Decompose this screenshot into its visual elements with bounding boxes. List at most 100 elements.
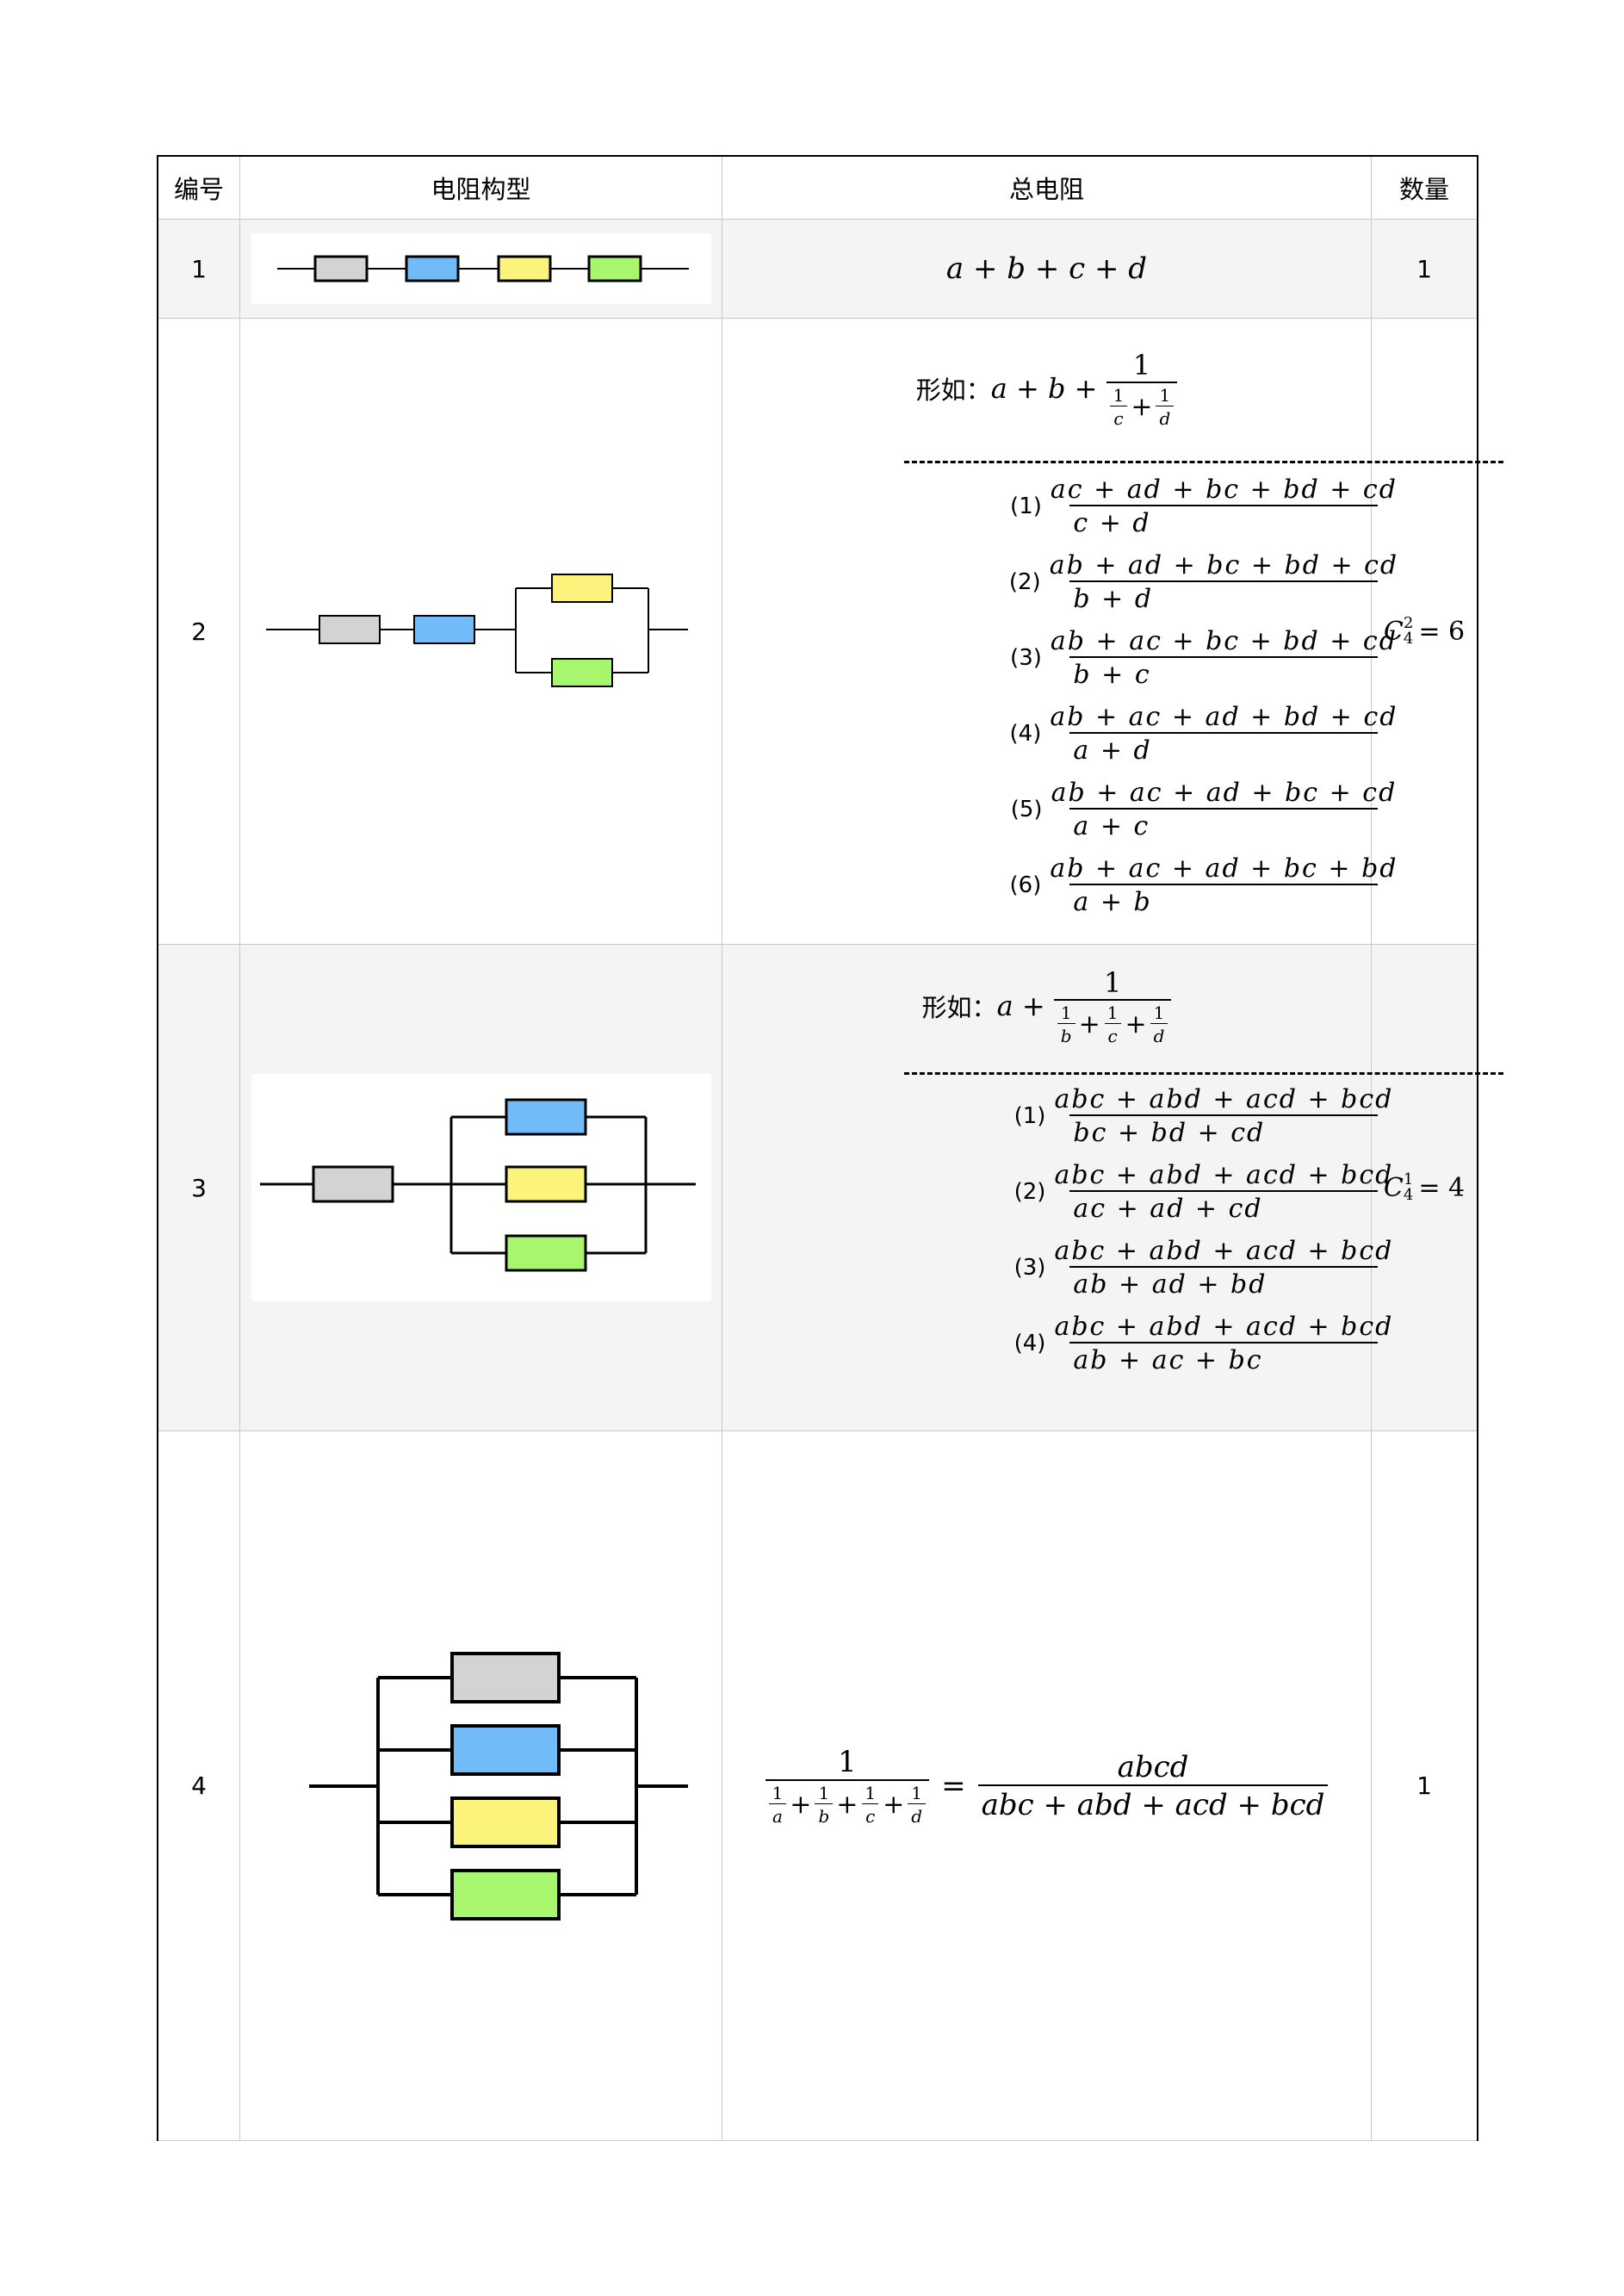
row-3-id: 3 xyxy=(191,1173,207,1202)
resistance-table: 编号 电阻构型 总电阻 数量 1 a + b + c + d 1 2 xyxy=(157,155,1503,2141)
rule xyxy=(157,944,1478,945)
formula-numerator: abc + abd + acd + bcd xyxy=(1054,1236,1394,1266)
formula-numerator: ac + ad + bc + bd + cd xyxy=(1050,475,1398,505)
form-frac-num: 1 xyxy=(1132,348,1151,382)
formula-denominator: a + b xyxy=(1069,884,1379,917)
resistor-d xyxy=(587,255,642,282)
resistor-c xyxy=(497,255,551,282)
resistor-a xyxy=(313,255,368,282)
formula-numerator: ab + ac + ad + bc + bd xyxy=(1050,853,1398,884)
resistor-b xyxy=(505,1098,586,1136)
form-label: 形如： xyxy=(921,993,997,1022)
row-4-id: 4 xyxy=(191,1772,207,1800)
table-border-top xyxy=(157,155,1478,157)
formula-numerator: ab + ac + bc + bd + cd xyxy=(1050,626,1398,656)
resistor-a xyxy=(449,1651,561,1703)
resistor-a xyxy=(318,615,381,644)
formula-numerator: abc + abd + acd + bcd xyxy=(1054,1312,1394,1342)
formula-numerator: ab + ad + bc + bd + cd xyxy=(1049,550,1399,580)
formula-divider xyxy=(904,461,1503,463)
formula-denominator: ac + ad + cd xyxy=(1069,1190,1379,1224)
formula-denominator: bc + bd + cd xyxy=(1069,1114,1379,1148)
rule xyxy=(157,2140,1478,2141)
resistor-d xyxy=(505,1234,586,1272)
parallel-4-diagram xyxy=(308,1651,688,1921)
row-2-config xyxy=(240,319,722,944)
row-4-config xyxy=(240,1431,722,2140)
form-label: 形如： xyxy=(915,375,991,405)
formula-denominator: c + d xyxy=(1069,505,1379,538)
form-frac-num: 1 xyxy=(1103,965,1122,999)
formula-index: (2) xyxy=(1008,569,1041,595)
formula-denominator: a + d xyxy=(1069,732,1379,766)
resistor-a xyxy=(312,1165,394,1203)
series-circuit-diagram xyxy=(251,233,711,304)
formula-divider xyxy=(904,1072,1503,1075)
row-2-id: 2 xyxy=(191,617,207,646)
resistor-b xyxy=(405,255,459,282)
row-3-config xyxy=(240,945,722,1430)
form-prefix: a + xyxy=(996,990,1054,1022)
resistor-c xyxy=(505,1165,586,1203)
table-border-left xyxy=(157,155,158,2141)
series-parallel-3-diagram xyxy=(251,1074,711,1301)
formula-index: (6) xyxy=(1009,872,1042,898)
rule xyxy=(157,318,1478,319)
formula-index: (4) xyxy=(1013,1331,1046,1356)
formula-numerator: ab + ac + ad + bd + cd xyxy=(1050,702,1398,732)
rule xyxy=(157,1430,1478,1431)
row-4-count: 1 xyxy=(1416,1772,1432,1800)
formula-index: (3) xyxy=(1013,1255,1046,1281)
formula-index: (5) xyxy=(1010,797,1043,822)
rule xyxy=(157,219,1478,220)
resistor-c xyxy=(550,574,613,603)
form-prefix: a + b + xyxy=(990,372,1106,405)
formula-denominator: a + c xyxy=(1069,808,1379,841)
col-rule xyxy=(239,155,240,2141)
resistor-d xyxy=(449,1868,561,1921)
header-config: 电阻构型 xyxy=(431,175,531,204)
row-1-config xyxy=(240,220,722,318)
formula-denominator: b + c xyxy=(1069,656,1379,690)
formula-index: (1) xyxy=(1013,1103,1046,1129)
formula-denominator: ab + ad + bd xyxy=(1069,1266,1379,1300)
header-id: 编号 xyxy=(173,175,224,204)
formula-index: (3) xyxy=(1010,645,1042,671)
resistor-b xyxy=(449,1723,561,1776)
rhs-fraction: abcd abc + abd + acd + bcd xyxy=(977,1750,1329,1822)
resistor-b xyxy=(412,615,475,644)
formula-index: (2) xyxy=(1013,1179,1046,1205)
formula-numerator: ab + ac + ad + bc + cd xyxy=(1051,778,1398,808)
row-1-total: a + b + c + d xyxy=(945,251,1148,286)
series-parallel-2-diagram xyxy=(265,574,688,687)
formula-denominator: b + d xyxy=(1069,580,1379,614)
formula-index: (1) xyxy=(1010,493,1042,519)
header-total: 总电阻 xyxy=(1008,175,1084,204)
